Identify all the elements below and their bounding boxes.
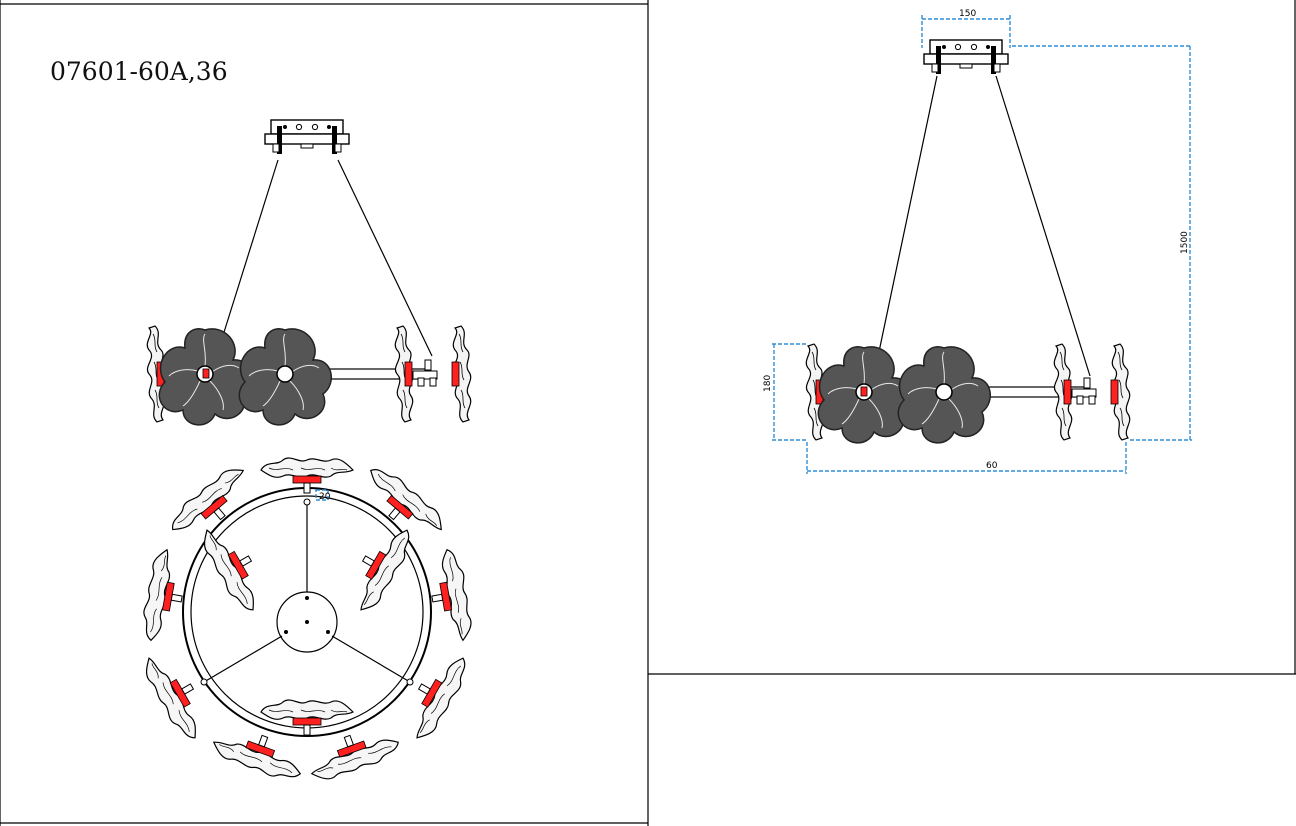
- right-center-led: [860, 386, 868, 397]
- left-canopy: [264, 119, 350, 155]
- outer-leaf: [138, 547, 191, 645]
- inner-leaf: [340, 518, 418, 617]
- right-suspension-cable-left: [875, 75, 938, 367]
- outer-leaf: [303, 720, 403, 786]
- offset-dimension-label: 20: [319, 492, 331, 502]
- outer-leaf: [209, 720, 309, 786]
- dim-canopy-width: 150: [921, 9, 1011, 48]
- spoke-joint-top: [303, 498, 311, 506]
- left-center-led: [202, 368, 210, 379]
- dim-drop-height-label: 1500: [1180, 231, 1190, 254]
- dim-drop-height: 1500: [1012, 45, 1192, 441]
- offset-dimension-box: [315, 489, 329, 501]
- spoke-joint-right: [406, 678, 414, 686]
- left-fixture-body: [147, 326, 470, 425]
- left-suspension-cable-left: [219, 159, 279, 346]
- right-dimensioned-elevation: 150 1500 180 60: [763, 9, 1192, 474]
- outer-leaf: [423, 547, 476, 645]
- outer-leaf: [260, 457, 354, 494]
- outer-leaf: [396, 646, 474, 745]
- spoke-right: [331, 635, 411, 683]
- inner-leaf: [260, 699, 354, 736]
- hub-center-dot: [305, 620, 309, 624]
- hub-dot-right: [326, 630, 330, 634]
- dim-body-height: 180: [763, 343, 806, 441]
- spoke-joint-left: [200, 678, 208, 686]
- spoke-left: [203, 635, 283, 683]
- dim-diameter: 60: [806, 442, 1127, 474]
- right-suspension-cable-right: [995, 75, 1091, 377]
- hub-dot-left: [284, 630, 288, 634]
- left-side-elevation: [147, 119, 470, 425]
- left-suspension-cable-right: [337, 159, 433, 357]
- dim-diameter-label: 60: [986, 461, 998, 471]
- hub-dot-top: [305, 596, 309, 600]
- inner-leaf: [196, 518, 274, 617]
- dim-canopy-width-label: 150: [959, 9, 976, 19]
- model-code-label: 07601-60A,36: [50, 57, 228, 86]
- right-fixture-body: [806, 344, 1129, 443]
- top-plan-view: 20: [138, 457, 476, 786]
- outer-leaf: [138, 646, 216, 745]
- dim-body-height-label: 180: [763, 375, 773, 392]
- right-canopy: [923, 39, 1009, 75]
